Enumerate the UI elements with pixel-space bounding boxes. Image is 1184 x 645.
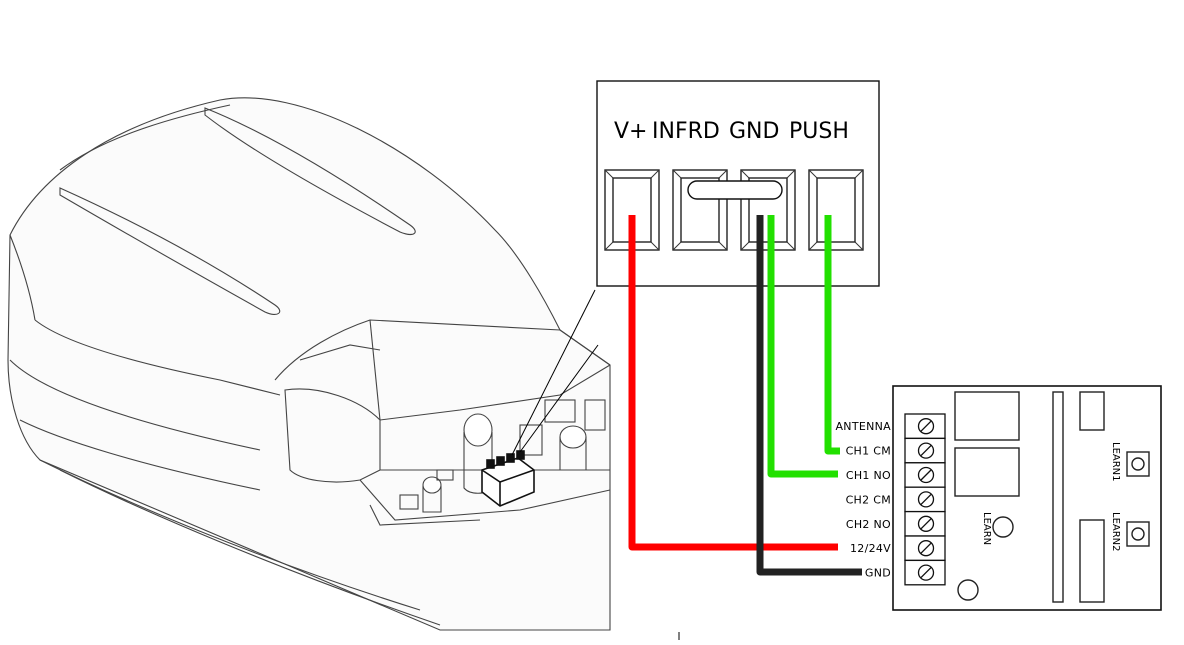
screw-slot	[920, 518, 932, 530]
terminal-label: CH1 CM	[846, 445, 891, 458]
terminal-label: CH2 NO	[846, 518, 891, 531]
connector-callout: V+ INFRD GND PUSH	[596, 80, 880, 287]
pin-label-gnd: GND	[729, 119, 779, 144]
screw-terminal-strip	[904, 413, 946, 586]
wire-green-gnd-to-ch1-no	[767, 215, 838, 478]
learn-label: LEARN	[981, 512, 992, 545]
screw-terminal	[904, 559, 946, 586]
learn1-label: LEARN1	[1110, 442, 1121, 482]
pin-label-infrd: INFRD	[652, 119, 720, 144]
pin-label-vplus: V+	[614, 119, 647, 144]
wire-green-push-to-ch1-cm	[824, 215, 840, 455]
screw-slot	[920, 469, 932, 481]
relay-2	[954, 447, 1020, 497]
pin-label-push: PUSH	[789, 119, 849, 144]
terminal-block	[481, 450, 535, 507]
terminal-label: CH2 CM	[846, 493, 891, 506]
learn2-label: LEARN2	[1110, 512, 1121, 552]
learn2-button	[1126, 521, 1150, 547]
relay-1	[954, 391, 1020, 441]
screw-slot	[920, 493, 932, 505]
learn1-button	[1126, 451, 1150, 477]
component-bottom	[1079, 519, 1105, 603]
terminal-label: 12/24V	[850, 542, 891, 555]
jumper-bridge	[687, 180, 783, 200]
antenna-strip	[1052, 391, 1064, 603]
component-top	[1079, 391, 1105, 431]
learn-led	[992, 516, 1014, 538]
screw-slot	[920, 445, 932, 457]
screw-slot	[920, 567, 932, 579]
mount-hole	[957, 579, 979, 601]
wires	[628, 215, 862, 576]
screw-slot	[920, 420, 932, 432]
pin-socket-infrd	[672, 169, 728, 251]
terminal-label: CH1 NO	[846, 469, 891, 482]
terminal-labels: ANTENNA CH1 CM CH1 NO CH2 CM CH2 NO 12/24V GND	[835, 420, 891, 580]
photocell-housing	[7, 97, 611, 631]
receiver-board: LEARN1 LEARN2 LEARN	[892, 385, 1162, 611]
terminal-label: GND	[865, 567, 891, 580]
terminal-label: ANTENNA	[835, 420, 891, 433]
pin-socket-push	[808, 169, 864, 251]
wire-red-vplus-to-12-24v	[628, 215, 838, 551]
screw-slot	[920, 542, 932, 554]
screw-terminal	[904, 413, 946, 440]
wire-black-gnd-to-gnd	[756, 215, 862, 576]
